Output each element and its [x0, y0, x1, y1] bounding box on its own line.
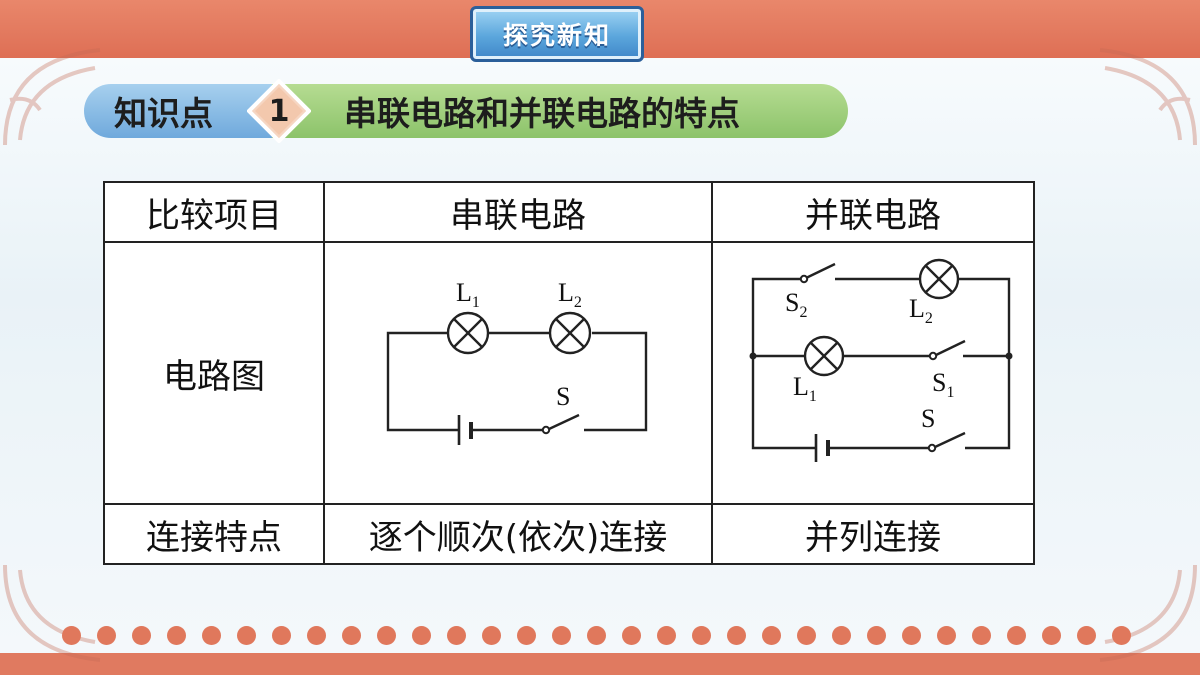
- decorative-dot: [587, 626, 606, 645]
- switch-s-label: S: [556, 382, 570, 411]
- switch-contact-icon: [928, 351, 938, 361]
- decorative-dot: [1007, 626, 1026, 645]
- corner-ornament-icon: [1099, 564, 1197, 662]
- connection-series-cell: 逐个顺次(依次)连接: [323, 503, 713, 565]
- table-row-diagram: 电路图: [103, 241, 1035, 505]
- comparison-table: 比较项目 串联电路 并联电路 电路图: [103, 181, 1035, 565]
- decorative-dot: [762, 626, 781, 645]
- knowledge-point-number: 1: [268, 93, 290, 129]
- switch-contact-icon: [927, 443, 937, 453]
- decorative-dot: [1077, 626, 1096, 645]
- decorative-dot: [552, 626, 571, 645]
- switch-s2-label: S2: [785, 288, 807, 321]
- diagram-row-label: 电路图: [103, 241, 325, 505]
- knowledge-point-title: 串联电路和并联电路的特点: [272, 84, 848, 138]
- main-switch-s-label: S: [921, 404, 935, 433]
- decorative-dot: [132, 626, 151, 645]
- lamp-l2-label: L2: [558, 278, 582, 311]
- decorative-dot: [657, 626, 676, 645]
- decorative-dot: [447, 626, 466, 645]
- decorative-dot: [972, 626, 991, 645]
- decorative-dot: [272, 626, 291, 645]
- decorative-dot: [797, 626, 816, 645]
- decorative-dot: [832, 626, 851, 645]
- section-badge: 探究新知: [470, 6, 644, 62]
- decorative-dot: [167, 626, 186, 645]
- table-header-row: 比较项目 串联电路 并联电路: [103, 181, 1035, 243]
- header-cell-item: 比较项目: [103, 181, 325, 243]
- lamp-l1-label: L1: [456, 278, 480, 311]
- corner-ornament-icon: [3, 48, 101, 146]
- corner-ornament-icon: [3, 564, 101, 662]
- parallel-circuit-cell: S2 L2 L1 S1 S: [711, 241, 1035, 505]
- switch-contact-icon: [541, 425, 551, 435]
- decorative-dot: [867, 626, 886, 645]
- lamp-l1-icon: [803, 335, 845, 377]
- connection-parallel-cell: 并列连接: [711, 503, 1035, 565]
- decorative-dot: [482, 626, 501, 645]
- corner-ornament-icon: [1099, 48, 1197, 146]
- decorative-dot: [1112, 626, 1131, 645]
- header-cell-series: 串联电路: [323, 181, 713, 243]
- decorative-dot: [622, 626, 641, 645]
- decorative-dot: [62, 626, 81, 645]
- decorative-dot: [692, 626, 711, 645]
- decorative-dot: [307, 626, 326, 645]
- series-circuit-cell: L1 L2 S: [323, 241, 713, 505]
- decorative-dot: [937, 626, 956, 645]
- decorative-dot: [342, 626, 361, 645]
- lamp-l2-icon: [548, 311, 592, 355]
- decorative-dot: [237, 626, 256, 645]
- junction-node-icon: [1005, 352, 1013, 360]
- knowledge-point-label: 知识点: [84, 84, 274, 138]
- lamp-l2-icon: [918, 258, 960, 300]
- decorative-dot: [727, 626, 746, 645]
- decorative-dot: [377, 626, 396, 645]
- decorative-dot: [412, 626, 431, 645]
- connection-row-label: 连接特点: [103, 503, 325, 565]
- header-cell-parallel: 并联电路: [711, 181, 1035, 243]
- decorative-dot: [97, 626, 116, 645]
- switch-contact-icon: [799, 274, 809, 284]
- parallel-circuit-diagram: S2 L2 L1 S1 S: [749, 258, 1013, 462]
- decorative-dot: [902, 626, 921, 645]
- bottom-decorative-band: [0, 653, 1200, 675]
- table-row-connection: 连接特点 逐个顺次(依次)连接 并列连接: [103, 503, 1035, 565]
- diamond-icon: [247, 79, 311, 143]
- lamp-l1-label: L1: [793, 372, 817, 405]
- junction-node-icon: [749, 352, 757, 360]
- decorative-dot: [517, 626, 536, 645]
- series-circuit-diagram: L1 L2 S: [386, 278, 648, 445]
- decorative-dot-row: [62, 626, 1142, 648]
- lamp-l2-label: L2: [909, 294, 933, 327]
- decorative-dot: [1042, 626, 1061, 645]
- switch-s1-label: S1: [932, 368, 954, 401]
- decorative-dot: [202, 626, 221, 645]
- lamp-l1-icon: [446, 311, 490, 355]
